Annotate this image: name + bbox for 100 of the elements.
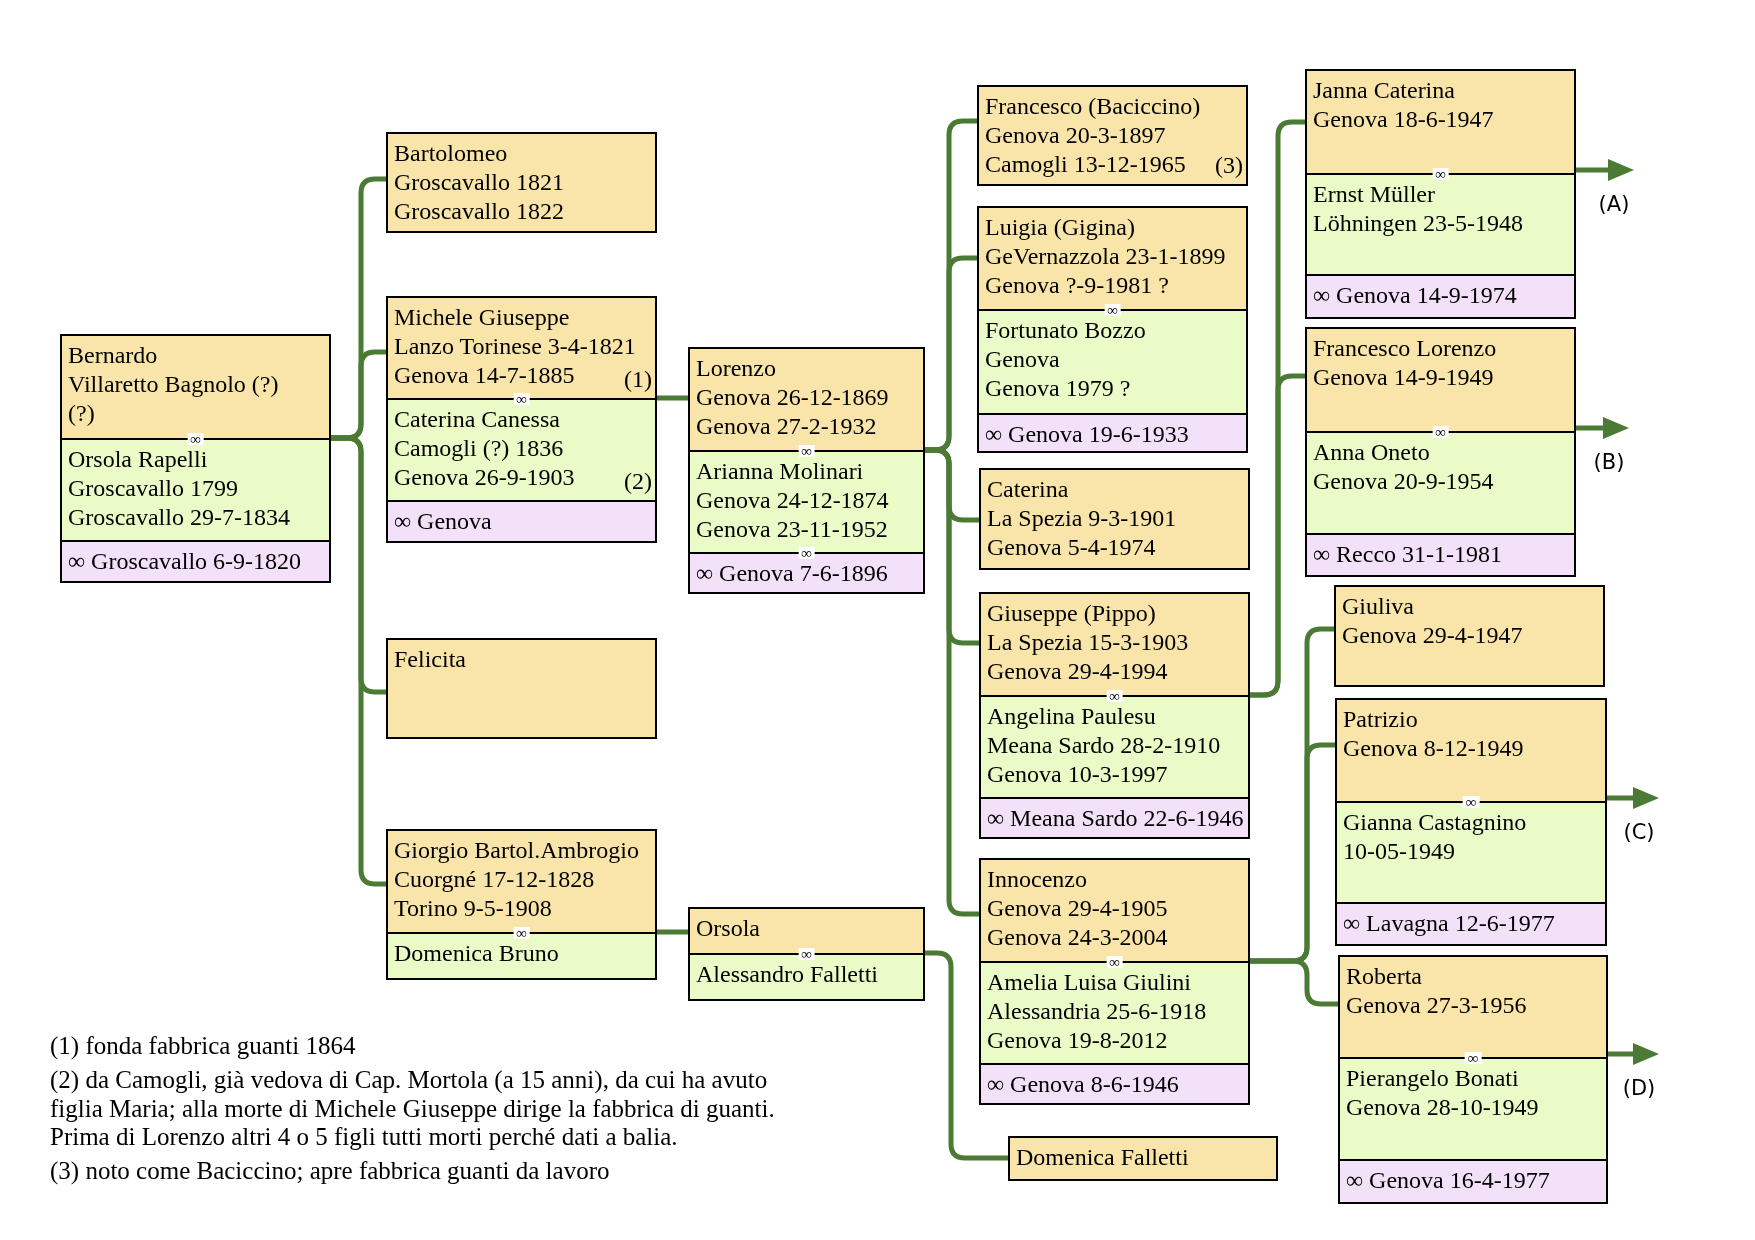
marriage-record: ∞ Recco 31-1-1981 xyxy=(1313,540,1503,569)
person-name: Felicita xyxy=(394,645,466,674)
person-section xyxy=(690,349,923,450)
marriage-record: ∞ Genova 14-9-1974 xyxy=(1313,281,1517,310)
person-name: Janna Caterina xyxy=(1313,76,1455,105)
person-section xyxy=(1307,329,1574,431)
connector-line xyxy=(331,435,386,887)
person-box xyxy=(1008,1136,1278,1181)
birth-record: Genova 29-4-1947 xyxy=(1342,621,1523,650)
family-box xyxy=(1305,327,1576,577)
death-record: Genova 27-2-1932 xyxy=(696,412,877,441)
death-record: Genova 23-11-1952 xyxy=(696,515,888,544)
marriage-symbol: ∞ xyxy=(798,948,815,960)
marriage-section xyxy=(981,1063,1248,1103)
person-name: Francesco Lorenzo xyxy=(1313,334,1497,363)
birth-record: La Spezia 9-3-1901 xyxy=(987,504,1177,533)
person-name: Pierangelo Bonati xyxy=(1346,1064,1519,1093)
marriage-record: ∞ Lavagna 12-6-1977 xyxy=(1343,909,1555,938)
birth-record: Cuorgné 17-12-1828 xyxy=(394,865,595,894)
person-name: Alessandro Falletti xyxy=(696,960,878,989)
connector-line xyxy=(1250,373,1305,698)
person-section xyxy=(981,594,1248,695)
birth-record: Villaretto Bagnolo (?) xyxy=(68,370,279,399)
marriage-record: ∞ Genova 8-6-1946 xyxy=(987,1070,1179,1099)
family-box xyxy=(60,334,331,583)
birth-record: Alessandria 25-6-1918 xyxy=(987,997,1207,1026)
person-name: Bernardo xyxy=(68,341,158,370)
marriage-symbol: ∞ xyxy=(798,547,815,559)
family-box xyxy=(1305,69,1576,319)
death-record: Genova ?-9-1981 ? xyxy=(985,271,1169,300)
family-box xyxy=(688,907,925,1001)
person-name: Giuseppe (Pippo) xyxy=(987,599,1156,628)
person-name: Ernst Müller xyxy=(1313,180,1435,209)
connector-line xyxy=(657,929,688,935)
marriage-record: ∞ Genova 7-6-1896 xyxy=(696,559,888,588)
marriage-section xyxy=(62,540,329,581)
marriage-record: ∞ Genova 16-4-1977 xyxy=(1346,1166,1550,1195)
person-name: Anna Oneto xyxy=(1313,438,1430,467)
person-name: Francesco (Baciccino) xyxy=(985,92,1201,121)
person-name: Domenica Bruno xyxy=(394,939,559,968)
birth-record: La Spezia 15-3-1903 xyxy=(987,628,1189,657)
family-box xyxy=(688,347,925,594)
birth-record: Genova 29-4-1905 xyxy=(987,894,1168,923)
marriage-section xyxy=(1307,274,1574,317)
continuation-arrow xyxy=(1574,159,1634,181)
birth-record: Genova 8-12-1949 xyxy=(1343,734,1524,763)
birth-record: Lanzo Torinese 3-4-1821 xyxy=(394,332,636,361)
person-name: Bartolomeo xyxy=(394,139,508,168)
family-box xyxy=(979,858,1250,1105)
person-box xyxy=(386,132,657,233)
marriage-symbol: ∞ xyxy=(1464,1052,1482,1064)
person-name: Arianna Molinari xyxy=(696,457,864,486)
continuation-arrow xyxy=(1605,787,1659,809)
death-record: Genova 1979 ? xyxy=(985,374,1131,403)
death-record: Genova 24-3-2004 xyxy=(987,923,1168,952)
death-record: Genova 5-4-1974 xyxy=(987,533,1156,562)
death-record: Genova 19-8-2012 xyxy=(987,1026,1168,1055)
person-name: Angelina Paulesu xyxy=(987,702,1156,731)
family-box xyxy=(979,592,1250,839)
continuation-arrow xyxy=(1574,417,1629,439)
birth-record: Genova 26-12-1869 xyxy=(696,383,889,412)
person-name: Giorgio Bartol.Ambrogio xyxy=(394,836,639,865)
person-section xyxy=(1337,700,1605,801)
marriage-record: ∞ Meana Sardo 22-6-1946 xyxy=(987,804,1244,833)
person-name: Roberta xyxy=(1346,962,1422,991)
family-box xyxy=(386,296,657,543)
person-section xyxy=(1307,71,1574,173)
person-section xyxy=(690,909,923,953)
birth-record: GeVernazzola 23-1-1899 xyxy=(985,242,1226,271)
person-name: Orsola xyxy=(696,914,760,943)
person-section xyxy=(1340,957,1606,1057)
family-box xyxy=(1338,955,1608,1204)
person-name: Gianna Castagnino xyxy=(1343,808,1527,837)
family-box xyxy=(977,206,1248,453)
marriage-symbol: ∞ xyxy=(187,433,204,445)
marriage-section xyxy=(981,797,1248,837)
person-name: Amelia Luisa Giulini xyxy=(987,968,1191,997)
footnote-mark: (3) xyxy=(1215,151,1243,180)
footnote: (3) noto come Baciccino; apre fabbrica guanti da lavoro xyxy=(50,1157,611,1186)
marriage-symbol: ∞ xyxy=(1104,304,1121,316)
marriage-record: ∞ Genova 19-6-1933 xyxy=(985,420,1189,449)
family-box xyxy=(386,829,657,980)
birth-record: Genova 24-12-1874 xyxy=(696,486,889,515)
death-record: Genova 14-7-1885 xyxy=(394,361,575,390)
person-box xyxy=(979,468,1250,570)
person-section xyxy=(388,831,655,932)
footnote-mark: (1) xyxy=(624,365,652,394)
birth-record: Genova 20-9-1954 xyxy=(1313,467,1494,496)
person-name: Orsola Rapelli xyxy=(68,445,208,474)
person-name: Caterina xyxy=(987,475,1069,504)
marriage-symbol: ∞ xyxy=(1106,956,1123,968)
birth-record: Camogli (?) 1836 xyxy=(394,434,564,463)
person-name: Fortunato Bozzo xyxy=(985,316,1146,345)
marriage-record: ∞ Genova xyxy=(394,507,492,536)
person-name: Domenica Falletti xyxy=(1016,1143,1189,1172)
person-box xyxy=(1334,585,1605,687)
death-record: Torino 9-5-1908 xyxy=(394,894,552,923)
continuation-arrow xyxy=(1606,1043,1659,1065)
person-section xyxy=(979,208,1246,309)
person-name: Innocenzo xyxy=(987,865,1087,894)
